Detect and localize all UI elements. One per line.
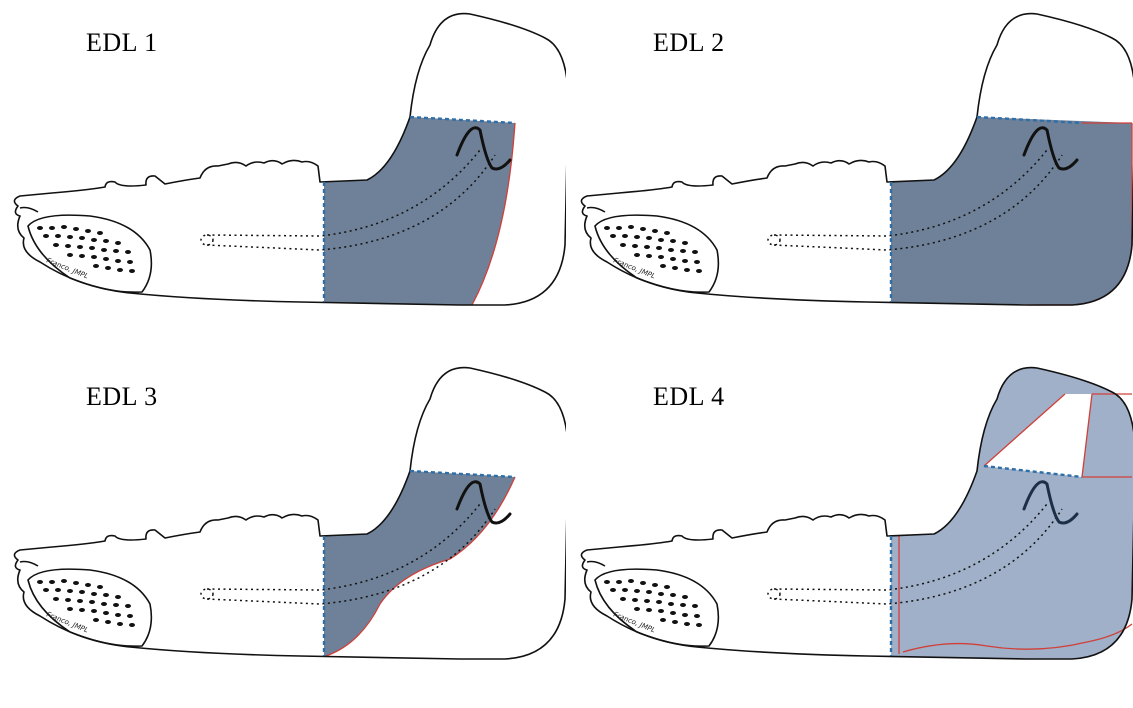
resected-region: [891, 117, 1132, 305]
mental-region-outline: [28, 215, 151, 292]
mandible-drawing: Franco, JMPL: [0, 354, 566, 708]
resection-area: [324, 471, 515, 656]
mental-region-outline: [28, 569, 151, 646]
mandible-drawing: Franco, JMPL: [567, 354, 1133, 708]
incisor-edge: [587, 562, 605, 567]
mental-region-outline: [595, 569, 718, 646]
panel-edl2: EDL 2 Franco, JMPL: [567, 0, 1133, 354]
resected-region: [891, 368, 1133, 659]
resected-region: [324, 117, 515, 305]
resection-area: [324, 117, 515, 305]
mandible-drawing: Franco, JMPL: [0, 0, 566, 354]
resected-region: [324, 471, 515, 656]
mandible-drawing: Franco, JMPL: [567, 0, 1133, 354]
resection-area: [891, 117, 1132, 305]
panel-edl1: EDL 1 Franco, JMPL: [0, 0, 566, 354]
mental-region-outline: [595, 215, 718, 292]
incisor-edge: [587, 208, 605, 213]
incisor-edge: [20, 208, 38, 213]
incisor-edge: [20, 562, 38, 567]
resection-area: [891, 368, 1133, 659]
panel-edl4: EDL 4 Franco, JMPL: [567, 354, 1133, 708]
panel-edl3: EDL 3 Franco, JMPL: [0, 354, 566, 708]
